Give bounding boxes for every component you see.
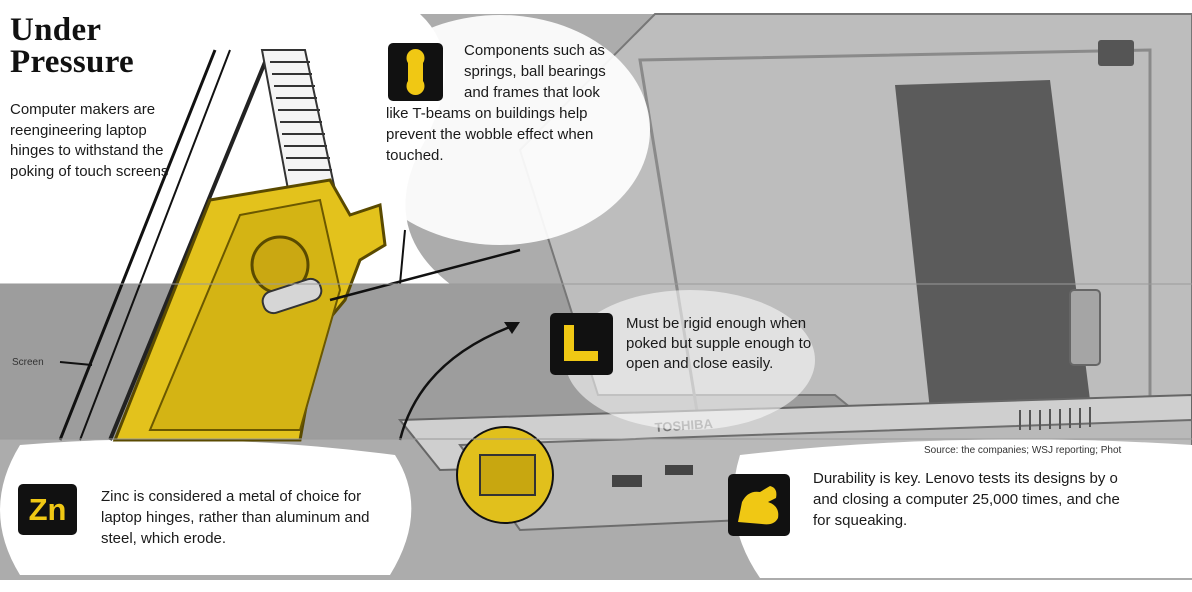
bubble-rigid (565, 290, 815, 430)
hinge-zoom-detail (479, 454, 536, 496)
zinc-symbol: Zn (28, 492, 67, 527)
screen-edge-line-1 (58, 49, 217, 441)
hinge-pin (261, 277, 323, 315)
callout-durability: Durability is key. Lenovo tests its desi… (813, 470, 1120, 529)
bubble-zinc (0, 439, 412, 575)
screen-label: Screen (12, 357, 44, 368)
zinc-icon: Zn (18, 484, 77, 535)
page-subtitle: Computer makers are reengineering laptop… (10, 101, 169, 180)
spring-bearing-icon (388, 43, 443, 101)
screen-label-leader (59, 361, 93, 366)
port-1 (612, 475, 642, 487)
callout-components: Components such as springs, ball bearing… (386, 40, 626, 166)
callout-components-text: Components such as springs, ball bearing… (386, 42, 606, 164)
frame-line-1 (108, 49, 272, 441)
webcam (1098, 40, 1134, 66)
screen-edge-line-2 (79, 49, 231, 441)
rotation-arrowhead (504, 322, 520, 334)
callout-zinc: Zinc is considered a metal of choice for… (101, 488, 370, 547)
bubble-durability (733, 439, 1192, 578)
hinge-right (1069, 289, 1101, 366)
source-credit: Source: the companies; WSJ reporting; Ph… (924, 445, 1122, 456)
vent-grille (1019, 407, 1091, 430)
l-bracket-icon (550, 313, 613, 375)
port-2 (665, 465, 693, 475)
rotation-arrow (398, 323, 516, 441)
spring-coils (270, 61, 332, 171)
callout-rigid: Must be rigid enough when poked but supp… (626, 315, 812, 372)
base-line-1 (329, 248, 521, 302)
leader-line (399, 229, 406, 285)
flexed-arm-icon (728, 474, 790, 536)
lid-inner-panel (895, 80, 1090, 410)
hinge-illustration (58, 49, 554, 524)
page-title: Under Pressure (10, 12, 134, 80)
